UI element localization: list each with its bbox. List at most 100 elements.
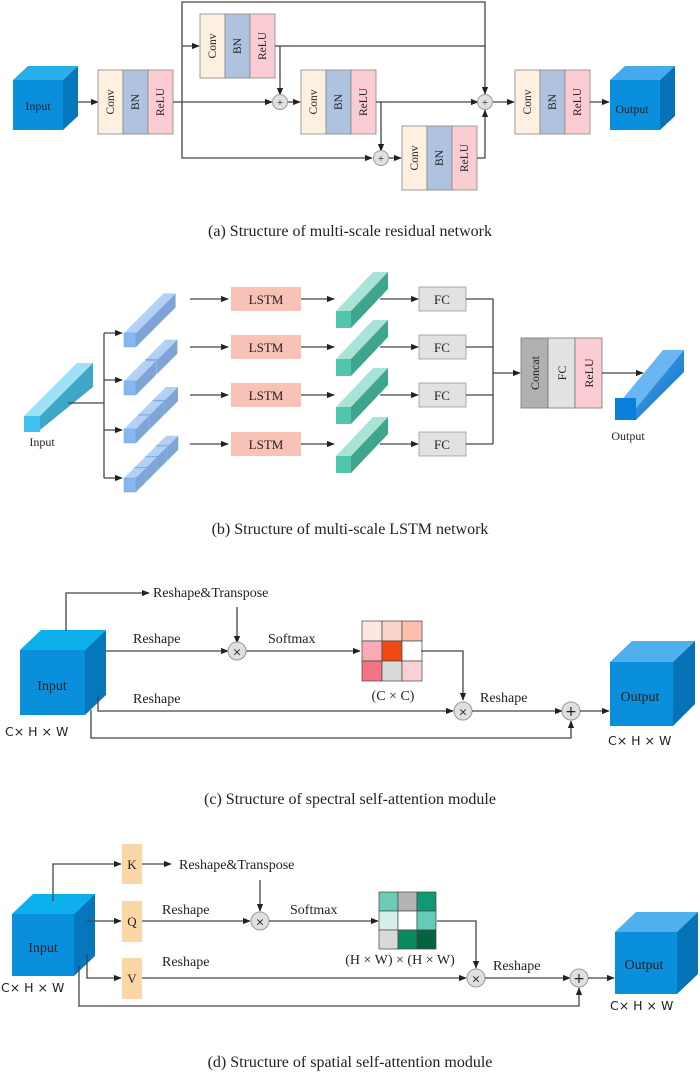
arrow xyxy=(52,860,122,901)
multiply-node: × xyxy=(466,968,486,988)
matrix-cell xyxy=(401,620,423,642)
conv-label: Conv xyxy=(105,89,117,114)
bn-layer xyxy=(325,69,352,135)
output-bar: Output xyxy=(611,350,684,443)
svg-text:Q: Q xyxy=(127,914,137,929)
connector-line xyxy=(466,298,494,444)
matrix-cell xyxy=(397,929,418,950)
bn-label: BN xyxy=(333,93,345,110)
input-dims-label: C× H × W xyxy=(1,980,64,995)
svg-text:FC: FC xyxy=(434,292,450,307)
conv-layer xyxy=(199,13,226,79)
conv-layer xyxy=(300,69,327,135)
split-segment xyxy=(123,361,156,396)
svg-text:LSTM: LSTM xyxy=(249,292,284,307)
conv-bn-relu-block-1: Conv BN ReLU xyxy=(97,69,174,135)
arrow xyxy=(97,695,454,715)
svg-text:V: V xyxy=(127,971,137,986)
bn-layer xyxy=(539,69,566,135)
svg-text:+: + xyxy=(565,704,577,720)
reshape-transpose-label: Reshape&Transpose xyxy=(153,586,268,601)
svg-text:Input: Input xyxy=(28,941,58,956)
matrix-cell xyxy=(397,910,418,931)
split-segment xyxy=(123,415,150,444)
matrix-cell xyxy=(361,620,383,642)
output-label: Output xyxy=(615,102,649,116)
bn-label: BN xyxy=(130,93,142,110)
reshape-label: Reshape xyxy=(493,959,540,974)
arrow xyxy=(78,966,583,1007)
svg-text:×: × xyxy=(255,916,264,929)
svg-text:Input: Input xyxy=(29,435,55,449)
svg-text:FC: FC xyxy=(434,437,450,452)
concat-fc-relu-block: Concat FC ReLU xyxy=(520,337,603,409)
relu-layer xyxy=(451,125,478,191)
arrow xyxy=(90,710,575,739)
input-dims-label: C× H × W xyxy=(5,724,68,739)
caption-b: (b) Structure of multi-scale LSTM networ… xyxy=(212,521,489,538)
fc-block: FC xyxy=(418,431,467,457)
output-dims-label: C× H × W xyxy=(610,998,673,1013)
input-cube: Input xyxy=(12,894,95,976)
input-label: Input xyxy=(25,99,51,113)
bn-label: BN xyxy=(547,93,559,110)
conv-label: Conv xyxy=(207,33,219,58)
add-node: + xyxy=(477,94,493,110)
v-box: V xyxy=(122,958,142,999)
input-cube: Input xyxy=(13,66,78,130)
matrix-cell xyxy=(416,910,437,931)
lstm-feature-bar xyxy=(336,272,388,328)
relu-label: ReLU xyxy=(257,31,269,60)
conv-label: Conv xyxy=(409,145,421,170)
svg-text:×: × xyxy=(471,973,480,986)
conv-label: Conv xyxy=(522,89,534,114)
matrix-cell xyxy=(378,891,399,912)
matrix-cell xyxy=(361,640,383,662)
svg-text:Input: Input xyxy=(37,679,67,694)
softmax-label: Softmax xyxy=(290,903,337,918)
multiply-node: × xyxy=(453,701,473,721)
fc-block: FC xyxy=(418,382,467,408)
svg-text:Concat: Concat xyxy=(528,355,542,390)
lstm-block: LSTM xyxy=(231,287,301,311)
split-segment xyxy=(123,293,176,348)
svg-text:+: + xyxy=(277,97,283,109)
skip-connection-bottom xyxy=(181,102,373,162)
svg-text:ReLU: ReLU xyxy=(582,358,596,388)
reshape-label: Reshape xyxy=(133,632,180,647)
matrix-cell xyxy=(416,929,437,950)
attention-matrix-cxc xyxy=(361,620,423,682)
reshape-label: Reshape xyxy=(162,955,209,970)
svg-text:FC: FC xyxy=(434,388,450,403)
matrix-cell xyxy=(397,891,418,912)
svg-text:+: + xyxy=(482,97,488,109)
conv-label: Conv xyxy=(308,89,320,114)
multiply-node: × xyxy=(227,641,247,661)
relu-label: ReLU xyxy=(155,87,167,116)
skip-connection-top xyxy=(181,1,489,102)
input-cube: Input xyxy=(20,630,106,715)
arrow xyxy=(86,954,122,982)
arrow xyxy=(477,109,489,159)
matrix-cell xyxy=(381,640,403,662)
output-cube: Output xyxy=(615,912,698,994)
arrow xyxy=(421,650,467,701)
svg-text:Output: Output xyxy=(621,690,660,705)
svg-text:×: × xyxy=(232,646,241,659)
bn-layer xyxy=(426,125,453,191)
caption-c: (c) Structure of spectral self-attention… xyxy=(204,791,496,808)
svg-text:+: + xyxy=(573,971,585,987)
lstm-block: LSTM xyxy=(231,335,301,359)
relu-layer xyxy=(350,69,377,135)
matrix-cell xyxy=(401,640,423,662)
conv-layer xyxy=(97,69,124,135)
reshape-transpose-label: Reshape&Transpose xyxy=(179,858,294,873)
bn-layer xyxy=(224,13,251,79)
multiply-node: × xyxy=(250,911,270,931)
input-bar: Input xyxy=(24,363,93,449)
lstm-feature-bar xyxy=(336,417,388,473)
